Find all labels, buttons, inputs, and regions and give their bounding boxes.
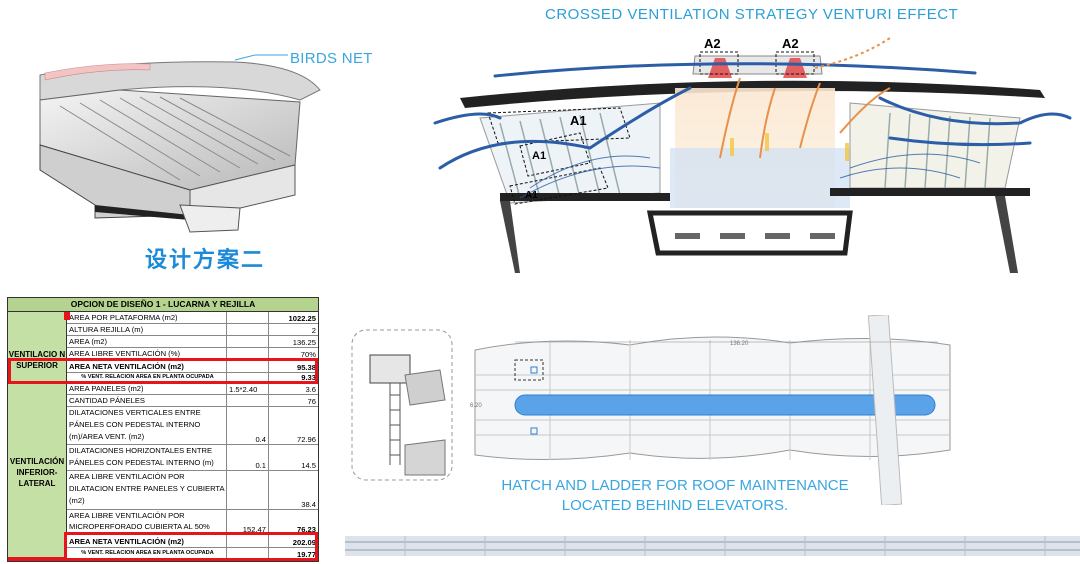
- hatch-ladder-note: HATCH AND LADDER FOR ROOF MAINTENANCE LO…: [470, 476, 880, 516]
- elevation-strip: [345, 536, 1080, 556]
- table-title: OPCION DE DISEÑO 1 - LUCARNA Y REJILLA: [8, 298, 318, 312]
- table-row: AREA NETA VENTILACIÓN (m2)202.09: [67, 535, 318, 548]
- plan-width-dimension: 6.20: [470, 403, 482, 409]
- birds-net-label: BIRDS NET: [290, 50, 373, 67]
- group-inferior: VENTILACIÓN INFERIOR- LATERAL: [8, 385, 67, 560]
- red-marker-bottom: [8, 557, 66, 561]
- label-a1-lower: A1: [525, 190, 538, 201]
- table-row: AREA (m2)136.25: [67, 336, 318, 348]
- table-row: DILATACIONES VERTICALES ENTRE PÁNELES CO…: [67, 407, 318, 445]
- label-a2-right: A2: [782, 36, 799, 51]
- table-row: AREA POR PLATAFORMA (m2)1022.25: [67, 312, 318, 324]
- crossed-ventilation-section: A2 A2 A1 A1 A1: [433, 36, 1072, 273]
- red-marker: [64, 312, 70, 320]
- ventilation-table: OPCION DE DISEÑO 1 - LUCARNA Y REJILLA V…: [7, 297, 319, 562]
- label-a2-left: A2: [704, 36, 721, 51]
- hatch-ladder-note-line1: HATCH AND LADDER FOR ROOF MAINTENANCE: [501, 477, 849, 494]
- ventilation-strategy-title: CROSSED VENTILATION STRATEGY VENTURI EFF…: [545, 6, 959, 23]
- scheme-title: 设计方案二: [145, 248, 266, 273]
- table-row: DILATACIONES HORIZONTALES ENTRE PÁNELES …: [67, 445, 318, 471]
- roof-3d-illustration: [39, 54, 321, 233]
- hatch-ladder-note-line2: LOCATED BEHIND ELEVATORS.: [561, 497, 789, 514]
- table-row: AREA NETA VENTILACIÓN (m2)95.38: [67, 360, 318, 373]
- table-row: AREA LIBRE VENTILACIÓN POR DILATACION EN…: [67, 471, 318, 510]
- label-a1-upper: A1: [570, 113, 587, 128]
- label-a1-mid: A1: [532, 150, 546, 162]
- station-plan-drawing: 136.20 6.20: [351, 315, 951, 505]
- table-row: ALTURA REJILLA (m)2: [67, 324, 318, 336]
- plan-length-dimension: 136.20: [730, 341, 749, 347]
- highlight-superior-net-area: [8, 358, 318, 384]
- highlight-inferior-net-area: [64, 532, 318, 561]
